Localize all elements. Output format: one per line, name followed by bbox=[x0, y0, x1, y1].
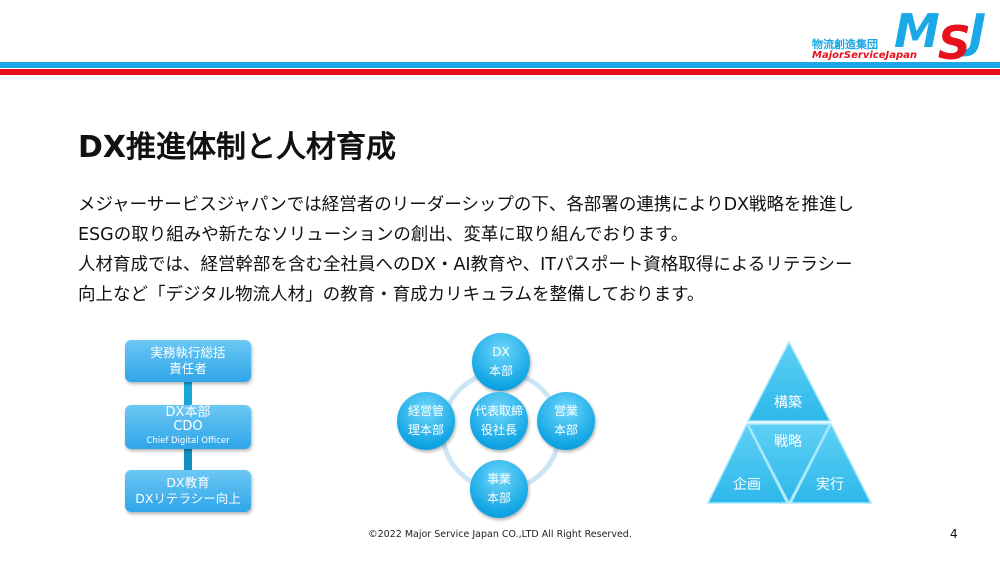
body-line: ESGの取り組みや新たなソリューションの創出、変革に取り組んでおります。 bbox=[78, 225, 689, 245]
header-red-stripe bbox=[0, 69, 1000, 75]
org-connector bbox=[184, 382, 192, 406]
circle-business-division: 事業本部 bbox=[470, 460, 528, 518]
msj-logo: 物流創造集団 MajorServiceJapan MSJ bbox=[812, 4, 992, 70]
triangle-label-execute: 実行 bbox=[816, 477, 844, 493]
header-blue-stripe bbox=[0, 62, 1000, 68]
circle-management-division: 経営管理本部 bbox=[397, 392, 455, 450]
page-number: 4 bbox=[950, 527, 958, 541]
body-line: メジャーサービスジャパンでは経営者のリーダーシップの下、各部署の連携によりDX戦… bbox=[78, 195, 855, 215]
circle-sales-division: 営業本部 bbox=[537, 392, 595, 450]
triangle-label-strategy: 戦略 bbox=[774, 434, 802, 450]
slide-title: DX推進体制と人材育成 bbox=[78, 130, 397, 165]
logo-mark: MSJ bbox=[894, 4, 986, 70]
triangle-label-build: 構築 bbox=[774, 395, 802, 411]
triangle-top bbox=[746, 340, 832, 422]
slide-body: メジャーサービスジャパンでは経営者のリーダーシップの下、各部署の連携によりDX戦… bbox=[78, 190, 978, 310]
logo-jp: 物流創造集団 bbox=[812, 38, 878, 51]
org-box-executive: 実務執行総括責任者 bbox=[125, 340, 251, 382]
triangle-center bbox=[746, 423, 832, 505]
circle-ceo: 代表取締役社長 bbox=[470, 392, 528, 450]
triangle-label-plan: 企画 bbox=[733, 477, 761, 493]
logo-en: MajorServiceJapan bbox=[812, 50, 917, 61]
body-line: 向上など「デジタル物流人材」の教育・育成カリキュラムを整備しております。 bbox=[78, 285, 705, 305]
triangle-left bbox=[706, 422, 789, 504]
triangle-right bbox=[789, 422, 873, 504]
body-line: 人材育成では、経営幹部を含む全社員へのDX・AI教育や、ITパスポート資格取得に… bbox=[78, 255, 853, 275]
copyright: ©2022 Major Service Japan CO.,LTD All Ri… bbox=[368, 529, 632, 540]
org-connector bbox=[184, 448, 192, 470]
